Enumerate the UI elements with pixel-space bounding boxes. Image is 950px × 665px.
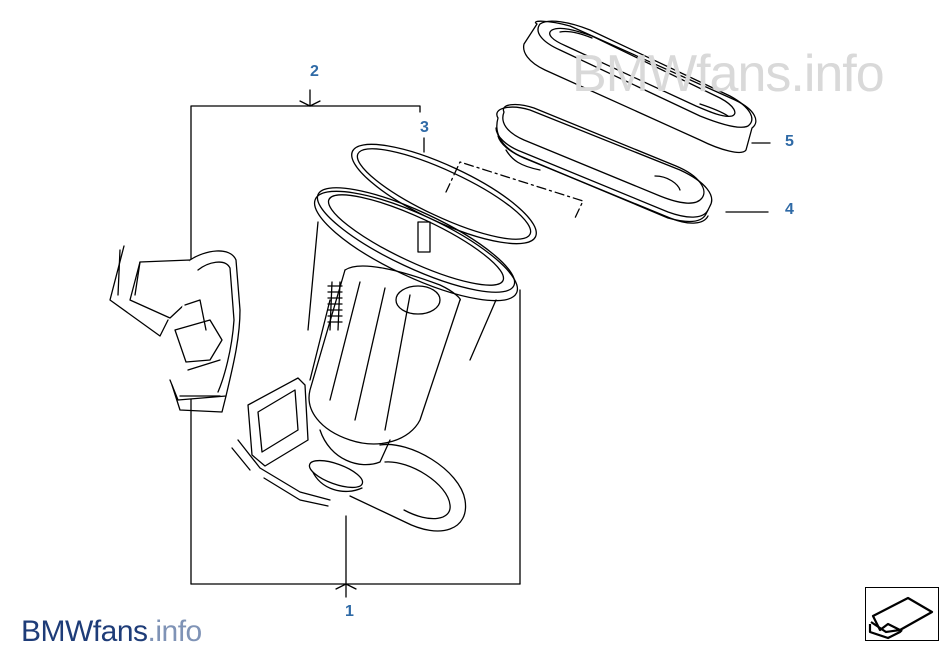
callout-label-3: 3 [420,119,429,136]
callout-label-5: 5 [785,133,794,150]
level-sensor-part-2 [109,245,241,413]
watermark-brand: BMWfans [21,615,148,648]
watermark-bottom: BMWfans.info [21,615,202,649]
watermark-tld: .info [147,615,203,648]
back-arrow-icon [868,596,934,640]
callout-label-1: 1 [345,603,354,620]
watermark-top: BMWfans.info [572,45,885,103]
callout-label-2: 2 [310,63,319,80]
back-nav-button[interactable] [865,587,939,641]
callout-label-4: 4 [785,201,794,218]
fuel-pump-part-1 [231,187,519,532]
seal-ring-part-4 [495,103,713,224]
dashed-leader [445,161,584,219]
lock-ring-part-5 [522,20,757,154]
